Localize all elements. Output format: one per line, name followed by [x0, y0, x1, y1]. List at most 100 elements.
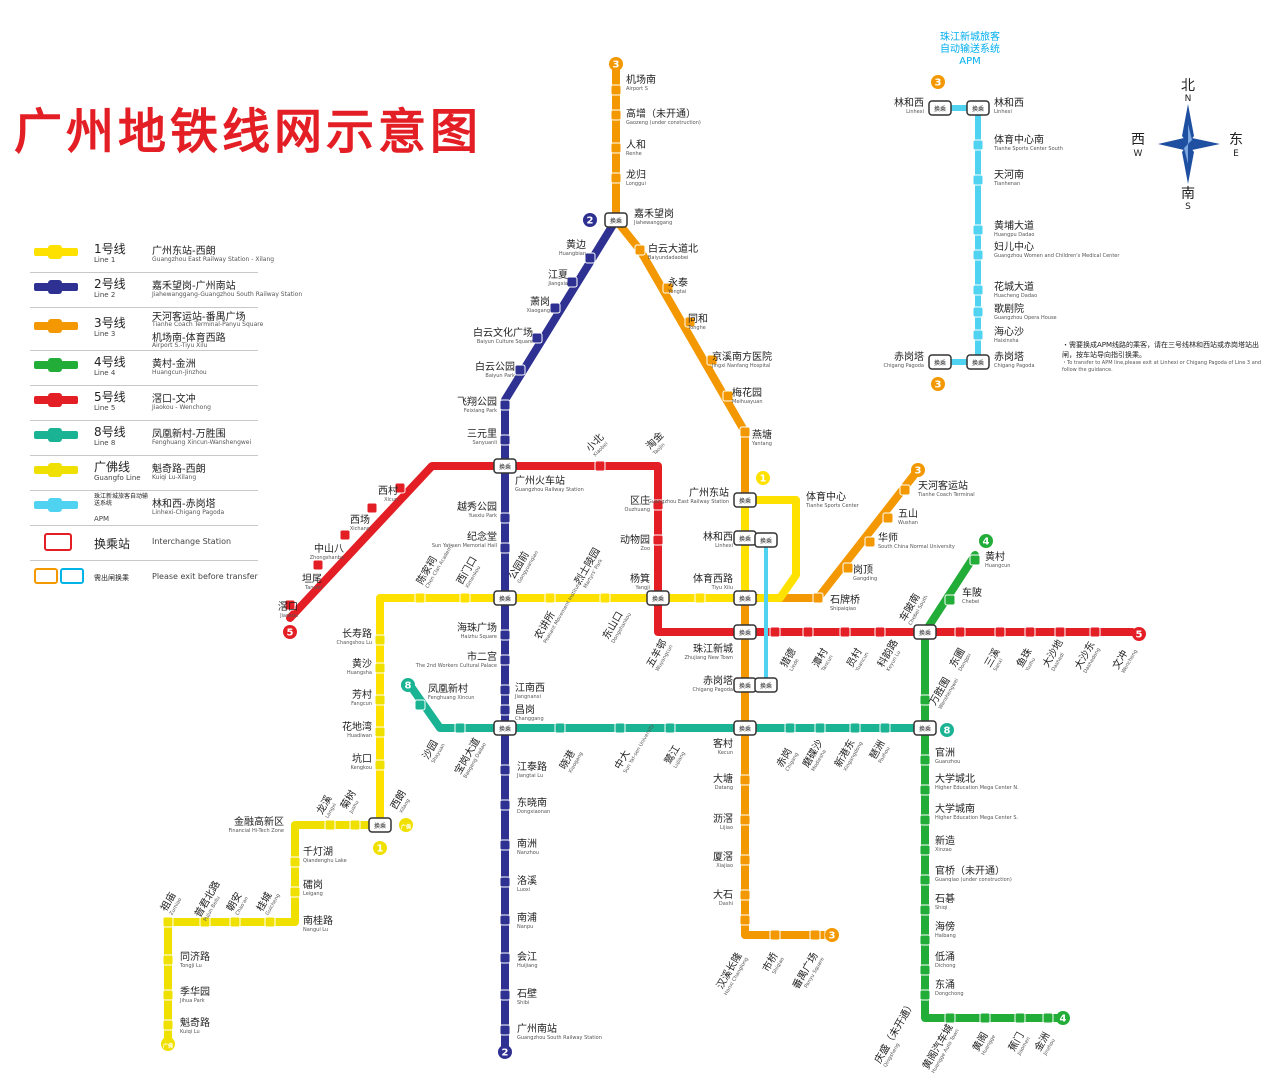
- station-dot[interactable]: [1014, 1012, 1026, 1024]
- station-dot[interactable]: [919, 784, 931, 796]
- station-dot[interactable]: [374, 634, 386, 646]
- station-dot[interactable]: [339, 529, 351, 541]
- station-dot[interactable]: [809, 929, 821, 941]
- station-dot[interactable]: [944, 1012, 956, 1024]
- station-dot[interactable]: [919, 964, 931, 976]
- station-dot[interactable]: [842, 562, 854, 574]
- station-dot[interactable]: [739, 426, 751, 438]
- station-dot[interactable]: [229, 916, 241, 928]
- station-dot[interactable]: [374, 694, 386, 706]
- station-dot[interactable]: [549, 302, 561, 314]
- station-dot[interactable]: [374, 662, 386, 674]
- station-dot[interactable]: [610, 172, 622, 184]
- station-dot[interactable]: [879, 722, 891, 734]
- station-dot[interactable]: [459, 592, 471, 604]
- station-dot[interactable]: [739, 774, 751, 786]
- station-dot[interactable]: [919, 814, 931, 826]
- station-dot[interactable]: [499, 542, 511, 554]
- station-dot[interactable]: [969, 554, 981, 566]
- station-dot[interactable]: [374, 726, 386, 738]
- station-dot[interactable]: [954, 626, 966, 638]
- station-dot[interactable]: [739, 814, 751, 826]
- station-dot[interactable]: [849, 722, 861, 734]
- station-dot[interactable]: [499, 1024, 511, 1036]
- station-dot[interactable]: [264, 916, 276, 928]
- interchange-station-icon[interactable]: [913, 624, 937, 640]
- station-dot[interactable]: [1089, 626, 1101, 638]
- station-dot[interactable]: [499, 684, 511, 696]
- station-dot[interactable]: [979, 1012, 991, 1024]
- station-dot[interactable]: [769, 626, 781, 638]
- station-dot[interactable]: [972, 174, 984, 186]
- station-dot[interactable]: [919, 989, 931, 1001]
- station-dot[interactable]: [802, 626, 814, 638]
- station-dot[interactable]: [1054, 626, 1066, 638]
- station-dot[interactable]: [566, 276, 578, 288]
- station-dot[interactable]: [784, 722, 796, 734]
- station-dot[interactable]: [944, 594, 956, 606]
- station-dot[interactable]: [739, 889, 751, 901]
- station-dot[interactable]: [584, 252, 596, 264]
- station-dot[interactable]: [454, 722, 466, 734]
- station-dot[interactable]: [162, 916, 174, 928]
- station-dot[interactable]: [919, 904, 931, 916]
- station-dot[interactable]: [684, 316, 696, 328]
- station-dot[interactable]: [919, 934, 931, 946]
- station-dot[interactable]: [499, 952, 511, 964]
- station-dot[interactable]: [919, 754, 931, 766]
- interchange-station-icon[interactable]: [928, 354, 952, 370]
- station-dot[interactable]: [499, 914, 511, 926]
- station-dot[interactable]: [499, 654, 511, 666]
- station-dot[interactable]: [874, 626, 886, 638]
- interchange-station-icon[interactable]: [646, 590, 670, 606]
- interchange-station-icon[interactable]: [928, 100, 952, 116]
- station-dot[interactable]: [664, 722, 676, 734]
- station-dot[interactable]: [812, 592, 824, 604]
- station-dot[interactable]: [599, 592, 611, 604]
- station-dot[interactable]: [499, 799, 511, 811]
- station-dot[interactable]: [554, 722, 566, 734]
- station-dot[interactable]: [899, 484, 911, 496]
- station-dot[interactable]: [514, 364, 526, 376]
- station-dot[interactable]: [199, 916, 211, 928]
- station-dot[interactable]: [312, 559, 324, 571]
- station-dot[interactable]: [414, 592, 426, 604]
- station-dot[interactable]: [544, 592, 556, 604]
- station-dot[interactable]: [499, 512, 511, 524]
- station-dot[interactable]: [499, 704, 511, 716]
- station-dot[interactable]: [162, 989, 174, 1001]
- interchange-station-icon[interactable]: [966, 354, 990, 370]
- station-dot[interactable]: [162, 954, 174, 966]
- station-dot[interactable]: [694, 592, 706, 604]
- interchange-station-icon[interactable]: [733, 492, 757, 508]
- station-dot[interactable]: [972, 306, 984, 318]
- interchange-station-icon[interactable]: [493, 590, 517, 606]
- station-dot[interactable]: [739, 854, 751, 866]
- station-dot[interactable]: [706, 354, 718, 366]
- station-dot[interactable]: [652, 534, 664, 546]
- station-dot[interactable]: [919, 694, 931, 706]
- interchange-station-icon[interactable]: [733, 590, 757, 606]
- interchange-station-icon[interactable]: [604, 212, 628, 228]
- station-dot[interactable]: [594, 460, 606, 472]
- interchange-station-icon[interactable]: [913, 720, 937, 736]
- interchange-station-icon[interactable]: [754, 532, 778, 548]
- interchange-station-icon[interactable]: [754, 677, 778, 693]
- station-dot[interactable]: [289, 886, 301, 898]
- station-dot[interactable]: [610, 142, 622, 154]
- station-dot[interactable]: [614, 722, 626, 734]
- interchange-station-icon[interactable]: [733, 720, 757, 736]
- station-dot[interactable]: [499, 764, 511, 776]
- station-dot[interactable]: [972, 284, 984, 296]
- interchange-station-icon[interactable]: [966, 100, 990, 116]
- station-dot[interactable]: [882, 512, 894, 524]
- station-dot[interactable]: [814, 722, 826, 734]
- station-dot[interactable]: [499, 876, 511, 888]
- station-dot[interactable]: [919, 844, 931, 856]
- station-dot[interactable]: [349, 819, 361, 831]
- station-dot[interactable]: [289, 856, 301, 868]
- station-dot[interactable]: [284, 599, 296, 611]
- station-dot[interactable]: [499, 989, 511, 1001]
- station-dot[interactable]: [499, 629, 511, 641]
- station-dot[interactable]: [531, 332, 543, 344]
